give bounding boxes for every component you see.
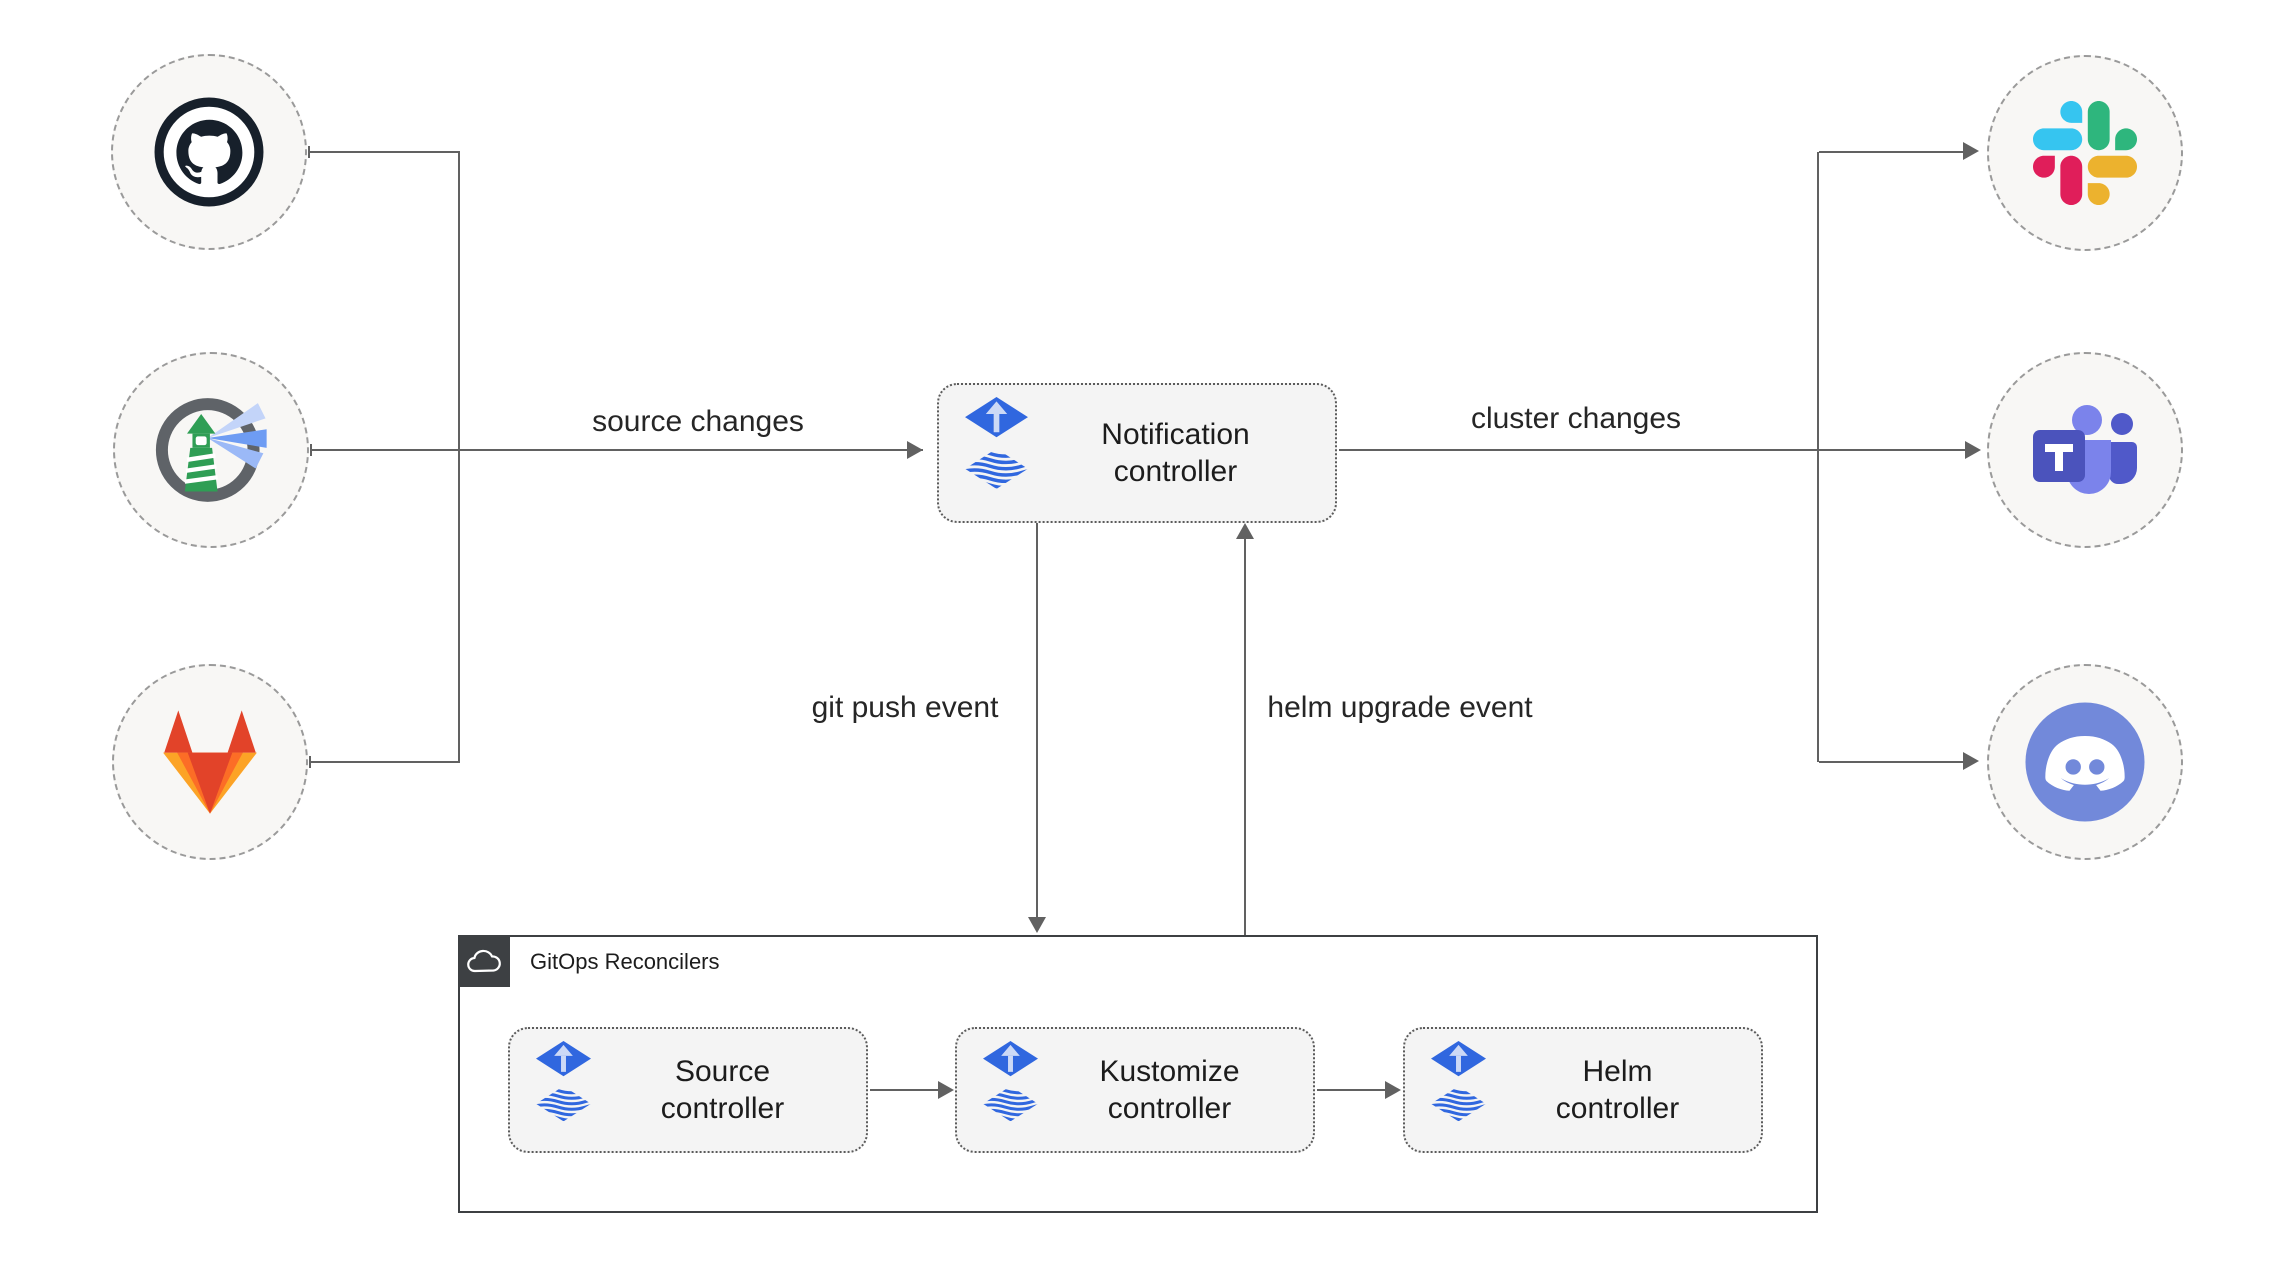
edge-right-bus <box>1817 152 1819 762</box>
node-gitlab <box>112 664 308 860</box>
source-controller-label: Source controller <box>660 1055 785 1125</box>
gitlab-icon <box>163 710 257 814</box>
arrowhead-into-kustomize <box>938 1081 954 1099</box>
node-notification-controller: Notification controller <box>937 383 1337 523</box>
node-source-controller: Source controller <box>508 1027 868 1153</box>
flux-icon <box>1431 1041 1486 1139</box>
cloud-icon <box>467 949 501 973</box>
arrowhead-into-slack <box>1963 142 1979 160</box>
container-label: GitOps Reconcilers <box>530 949 720 974</box>
edge-label-git-push: git push event <box>811 691 999 724</box>
edge-label-cluster-changes: cluster changes <box>1470 402 1682 435</box>
node-discord <box>1987 664 2183 860</box>
arrowhead-into-reconcilers <box>1028 917 1046 933</box>
slack-icon <box>2033 101 2137 205</box>
node-slack <box>1987 55 2183 251</box>
edge-helm-upgrade <box>1244 538 1246 935</box>
node-container-registry <box>113 352 309 548</box>
flux-icon <box>983 1041 1038 1139</box>
arrowhead-into-notification <box>907 441 923 459</box>
kustomize-controller-label: Kustomize controller <box>1099 1055 1240 1125</box>
edge-git-push <box>1036 523 1038 919</box>
edge-bus-to-slack <box>1819 151 1965 153</box>
edge-left-bus <box>458 151 460 763</box>
edge-cluster-changes <box>1339 449 1967 451</box>
arrowhead-into-discord <box>1963 752 1979 770</box>
github-icon <box>154 97 264 207</box>
arrowhead-into-helm <box>1385 1081 1401 1099</box>
edge-label-source-changes: source changes <box>592 405 804 438</box>
edge-tick <box>309 756 311 768</box>
node-github <box>111 54 307 250</box>
container-badge <box>458 935 510 987</box>
flux-icon <box>536 1041 591 1139</box>
node-helm-controller: Helm controller <box>1403 1027 1763 1153</box>
discord-icon <box>2025 702 2145 822</box>
edge-gitlab-to-bus <box>310 761 459 763</box>
lighthouse-registry-icon <box>155 398 267 502</box>
edge-bus-to-discord <box>1819 761 1965 763</box>
arrowhead-into-notification-bottom <box>1236 523 1254 539</box>
notification-controller-label: Notification controller <box>1101 418 1250 488</box>
node-ms-teams <box>1987 352 2183 548</box>
edge-source-to-kustomize <box>870 1089 940 1091</box>
edge-kustomize-to-helm <box>1317 1089 1387 1091</box>
edge-tick <box>308 146 310 158</box>
edge-label-helm-upgrade: helm upgrade event <box>1267 691 1533 724</box>
node-kustomize-controller: Kustomize controller <box>955 1027 1315 1153</box>
ms-teams-icon <box>2033 405 2137 494</box>
edge-source-changes <box>311 449 923 451</box>
flux-icon <box>965 397 1028 509</box>
arrowhead-into-teams <box>1965 441 1981 459</box>
edge-github-to-bus <box>309 151 459 153</box>
helm-controller-label: Helm controller <box>1555 1055 1680 1125</box>
edge-tick <box>310 444 312 456</box>
